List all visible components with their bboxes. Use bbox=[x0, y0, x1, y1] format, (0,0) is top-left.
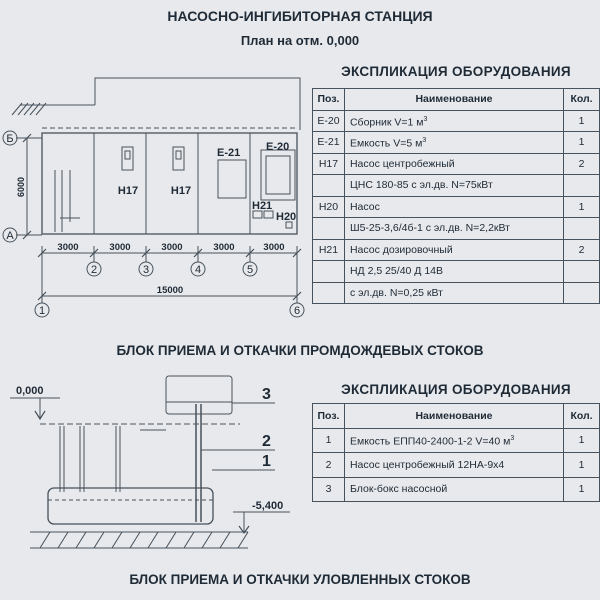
axis-label-b: Б bbox=[6, 133, 13, 145]
axis-label-1: 1 bbox=[39, 305, 45, 317]
plan-title: План на отм. 0,000 bbox=[240, 33, 360, 48]
station-title: НАСОСНО-ИНГИБИТОРНАЯ СТАНЦИЯ bbox=[167, 8, 433, 24]
label-e21: Е-21 bbox=[217, 147, 240, 159]
axis-label-a: А bbox=[6, 230, 14, 242]
dim-span-2: 3000 bbox=[109, 242, 130, 253]
table-row: ЦНС 180-85 с эл.дв. N=75кВт bbox=[312, 174, 600, 197]
header-name: Наименование bbox=[343, 403, 565, 429]
building-outline bbox=[41, 132, 298, 235]
header-pos: Поз. bbox=[312, 403, 345, 429]
spec-table-2: Поз. Наименование Кол. 1 Емкость ЕПП40-2… bbox=[312, 403, 600, 502]
table-row: Е-21 Емкость V=5 м3 1 bbox=[312, 131, 600, 154]
label-h20: Н20 bbox=[276, 211, 296, 223]
axis-label-5: 5 bbox=[247, 264, 253, 276]
caught-block-title: БЛОК ПРИЕМА И ОТКАЧКИ УЛОВЛЕННЫХ СТОКОВ bbox=[129, 572, 471, 587]
table-row: НД 2,5 25/40 Д 14В bbox=[312, 260, 600, 283]
table-row: Е-20 Сборник V=1 м3 1 bbox=[312, 109, 600, 132]
callout-2: 2 bbox=[262, 433, 271, 450]
axis-marker-3 bbox=[138, 261, 154, 277]
vessel-e21 bbox=[217, 159, 247, 199]
spec-table-2-title: ЭКСПЛИКАЦИЯ ОБОРУДОВАНИЯ bbox=[341, 382, 571, 397]
block-box bbox=[165, 375, 233, 415]
axis-label-4: 4 bbox=[195, 264, 201, 276]
dim-span-3: 3000 bbox=[161, 242, 182, 253]
foundation-hatch bbox=[30, 531, 249, 549]
table-row: Н17 Насос центробежный 2 bbox=[312, 152, 600, 175]
table-row: 3 Блок-бокс насосной 1 bbox=[312, 476, 600, 502]
axis-label-6: 6 bbox=[294, 305, 300, 317]
axis-label-3: 3 bbox=[143, 264, 149, 276]
dim-span-5: 3000 bbox=[263, 242, 284, 253]
header-name: Наименование bbox=[343, 88, 565, 111]
callout-1: 1 bbox=[262, 453, 271, 470]
vessel-e20 bbox=[260, 149, 296, 201]
axis-marker-5 bbox=[242, 261, 258, 277]
axis-marker-2 bbox=[86, 261, 102, 277]
table-row: Ш5-25-3,6/4б-1 с эл.дв. N=2,2кВт bbox=[312, 217, 600, 240]
storm-block-title: БЛОК ПРИЕМА И ОТКАЧКИ ПРОМДОЖДЕВЫХ СТОКО… bbox=[116, 343, 484, 358]
axis-marker-1 bbox=[34, 302, 50, 318]
dim-total: 15000 bbox=[157, 285, 183, 296]
label-h21: Н21 bbox=[252, 200, 272, 212]
spec-table-1-title: ЭКСПЛИКАЦИЯ ОБОРУДОВАНИЯ bbox=[341, 64, 571, 79]
label-h17-b: Н17 bbox=[171, 185, 191, 197]
level-top: 0,000 bbox=[16, 385, 44, 397]
axis-label-2: 2 bbox=[91, 264, 97, 276]
dim-span-4: 3000 bbox=[213, 242, 234, 253]
header-qty: Кол. bbox=[563, 403, 600, 429]
pump-h17-a bbox=[121, 146, 134, 171]
header-pos: Поз. bbox=[312, 88, 345, 111]
level-bottom: -5,400 bbox=[252, 500, 283, 512]
dim-height: 6000 bbox=[16, 177, 26, 197]
header-qty: Кол. bbox=[563, 88, 600, 111]
axis-marker-b bbox=[2, 130, 18, 146]
pump-h17-b bbox=[172, 146, 185, 171]
pump-h20 bbox=[285, 221, 293, 229]
axis-marker-4 bbox=[190, 261, 206, 277]
dim-span-1: 3000 bbox=[57, 242, 78, 253]
table-row: с эл.дв. N=0,25 кВт bbox=[312, 281, 600, 304]
roof-outline bbox=[94, 77, 301, 105]
table-row: Н21 Насос дозировочный 2 bbox=[312, 238, 600, 261]
pump-h21 bbox=[252, 210, 263, 219]
label-e20: Е-20 bbox=[266, 141, 289, 153]
callout-3: 3 bbox=[262, 386, 271, 403]
tank-epp40 bbox=[47, 487, 214, 525]
table-row: 2 Насос центробежный 12НА-9х4 1 bbox=[312, 452, 600, 478]
label-h17-a: Н17 bbox=[118, 185, 138, 197]
axis-marker-6 bbox=[289, 302, 305, 318]
roof-hatch bbox=[11, 102, 47, 116]
table-row: 1 Емкость ЕПП40-2400-1-2 V=40 м3 1 bbox=[312, 427, 600, 453]
table-row: Н20 Насос 1 bbox=[312, 195, 600, 218]
spec-table-1: Поз. Наименование Кол. Е-20 Сборник V=1 … bbox=[312, 88, 600, 304]
axis-marker-a bbox=[2, 227, 18, 243]
